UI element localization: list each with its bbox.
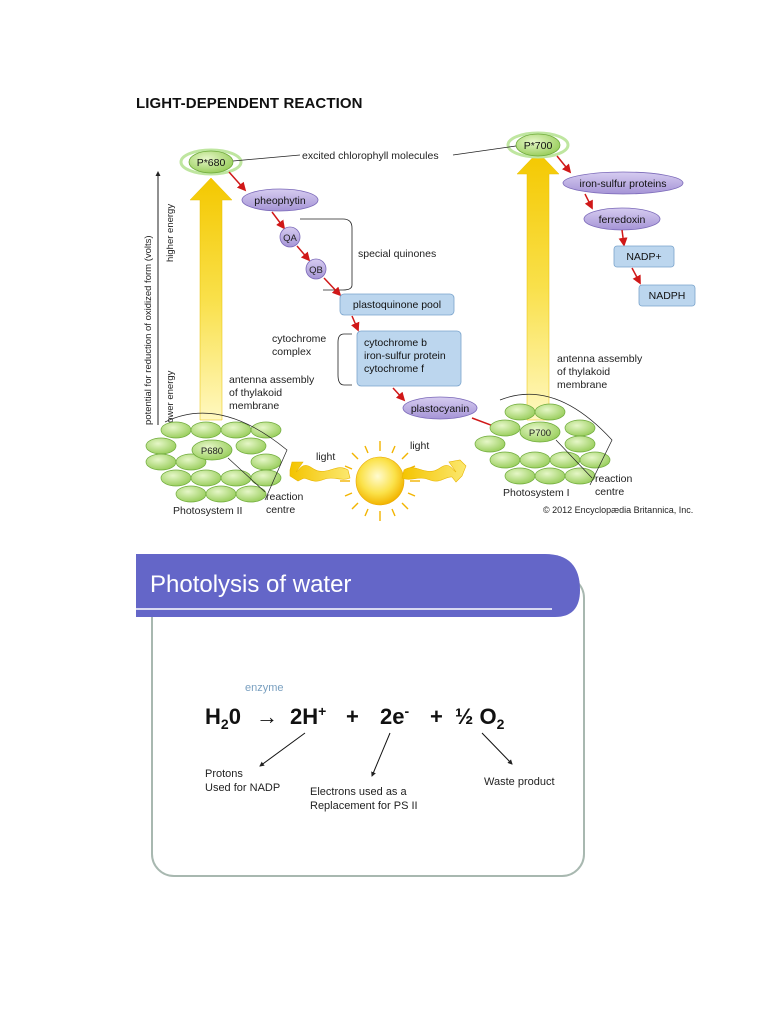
electron-transport-chain: pheophytin QA QB special quinones plasto…	[228, 171, 514, 435]
ferredoxin-label: ferredoxin	[599, 214, 646, 226]
waste-product-label: Waste product	[484, 776, 555, 788]
reaction-centre-left-line-2: centre	[266, 504, 295, 516]
qa-label: QA	[283, 233, 297, 244]
iron-sulfur-proteins-label: iron-sulfur proteins	[580, 178, 667, 190]
antenna-left-line-3: membrane	[229, 400, 279, 412]
p680-star-label: P*680	[197, 157, 226, 169]
sun-icon	[340, 441, 420, 521]
antenna-label-left: antenna assembly of thylakoid membrane	[229, 374, 315, 412]
excited-chlorophyll-label: excited chlorophyll molecules	[302, 150, 439, 162]
eq-arrow: →	[256, 704, 278, 729]
cytochrome-complex-label-1: cytochrome	[272, 333, 326, 345]
iron-sulfur-protein-label: iron-sulfur protein	[364, 350, 446, 362]
antenna-label-right: antenna assembly of thylakoid membrane	[557, 353, 643, 391]
plastocyanin-node: plastocyanin	[402, 396, 478, 420]
slide-title: Photolysis of water	[150, 571, 351, 598]
electrons-line-2: Replacement for PS II	[310, 800, 418, 812]
higher-energy-label: higher energy	[165, 204, 176, 262]
axis-label: potential for reduction of oxidized form…	[143, 235, 154, 425]
p680-star-node: P*680	[179, 148, 243, 176]
nadp-plus-label: NADP+	[626, 251, 661, 263]
photosystem-ii-antenna	[145, 421, 282, 503]
p700-reaction-centre: P700	[519, 421, 561, 443]
electrons-line-1: Electrons used as a	[310, 786, 407, 798]
cytochrome-box: cytochrome b iron-sulfur protein cytochr…	[356, 330, 462, 387]
excitation-arrow-psi	[516, 151, 560, 421]
lower-energy-label: lower energy	[165, 370, 176, 425]
reaction-centre-right-line-2: centre	[595, 486, 624, 498]
p680-label: P680	[201, 446, 223, 457]
plastoquinone-pool-node: plastoquinone pool	[339, 293, 455, 316]
pheophytin-label: pheophytin	[254, 195, 306, 207]
antenna-right-line-2: of thylakoid	[557, 366, 610, 378]
eq-plus-1: +	[346, 704, 359, 729]
light-arrow-left	[289, 461, 351, 482]
antenna-right-line-3: membrane	[557, 379, 607, 391]
copyright-label: © 2012 Encyclopædia Britannica, Inc.	[543, 505, 693, 515]
photosystem-i-antenna	[474, 403, 611, 485]
qb-node: QB	[305, 258, 327, 280]
excited-chlorophyll-callout: excited chlorophyll molecules	[232, 145, 517, 162]
iron-sulfur-proteins-node: iron-sulfur proteins	[562, 171, 684, 195]
psi-electron-chain: iron-sulfur proteins ferredoxin NADP+ NA…	[556, 155, 696, 307]
antenna-left-line-1: antenna assembly	[229, 374, 315, 386]
page-title: LIGHT-DEPENDENT REACTION	[136, 95, 363, 112]
plastocyanin-label: plastocyanin	[411, 403, 470, 415]
energy-axis: potential for reduction of oxidized form…	[143, 171, 176, 425]
special-quinones-label: special quinones	[358, 248, 436, 260]
p680-reaction-centre: P680	[191, 439, 233, 461]
photosystem-ii-label: Photosystem II	[173, 505, 242, 517]
nadph-label: NADPH	[649, 290, 686, 302]
cytochrome-complex-bracket: cytochrome complex	[272, 333, 352, 386]
ferredoxin-node: ferredoxin	[583, 207, 661, 231]
p700-label: P700	[529, 428, 551, 439]
nadp-plus-node: NADP+	[613, 245, 675, 268]
qa-node: QA	[279, 226, 301, 248]
qb-label: QB	[309, 265, 323, 276]
eq-half-o2: ½ O2	[455, 704, 505, 732]
special-quinones-bracket: special quinones	[300, 218, 436, 291]
pheophytin-node: pheophytin	[241, 188, 319, 212]
cytochrome-complex-label-2: complex	[272, 346, 312, 358]
light-label-right: light	[410, 440, 429, 452]
nadph-node: NADPH	[638, 284, 696, 307]
light-label-left: light	[316, 451, 335, 463]
p700-star-node: P*700	[506, 131, 570, 159]
p700-star-label: P*700	[524, 140, 553, 152]
reaction-centre-left-line-1: reaction	[266, 491, 304, 503]
antenna-right-line-1: antenna assembly	[557, 353, 643, 365]
excitation-arrow-psii	[189, 177, 233, 421]
plastoquinone-pool-label: plastoquinone pool	[353, 299, 441, 311]
photosystem-i-label: Photosystem I	[503, 487, 570, 499]
cytochrome-f-label: cytochrome f	[364, 363, 424, 375]
cytochrome-b-label: cytochrome b	[364, 337, 427, 349]
photolysis-slide: Photolysis of water enzyme H20 → 2H+ + 2…	[136, 554, 585, 877]
antenna-left-line-2: of thylakoid	[229, 387, 282, 399]
reaction-centre-right-line-1: reaction	[595, 473, 633, 485]
enzyme-label: enzyme	[245, 682, 284, 694]
protons-line-1: Protons	[205, 768, 243, 780]
eq-plus-2: +	[430, 704, 443, 729]
protons-line-2: Used for NADP	[205, 782, 280, 794]
light-arrow-right	[401, 459, 467, 483]
